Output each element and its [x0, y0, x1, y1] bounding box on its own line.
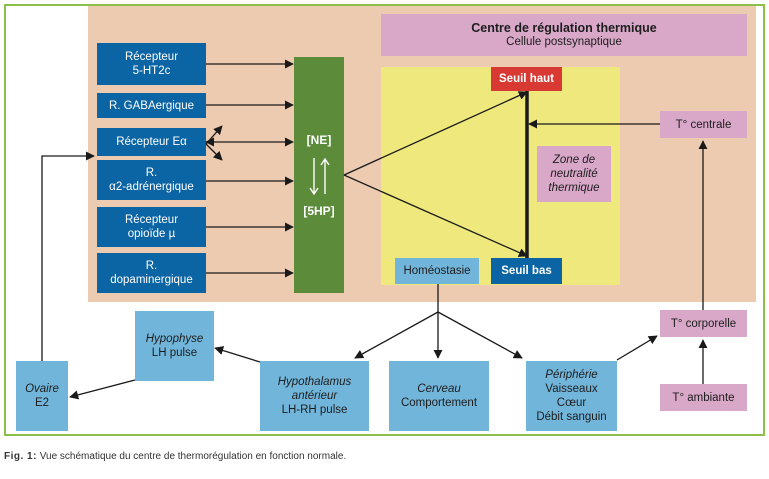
ovaire-title: Ovaire: [25, 383, 59, 395]
temp-corporelle-label: T° corporelle: [670, 317, 737, 330]
receptor-line1: Récepteur Eα: [116, 136, 187, 148]
receptor-line2: opioïde µ: [127, 228, 176, 240]
temp-corporelle: T° corporelle: [660, 310, 747, 337]
hypothalamus-sub: LH-RH pulse: [281, 404, 348, 416]
zone-neutralite: Zone de neutralité thermique: [537, 146, 611, 202]
figure-caption: Fig. 1: Vue schématique du centre de the…: [4, 451, 346, 462]
peripherie-sub2: Cœur: [556, 397, 587, 409]
hypothalamus-title: Hypothalamus antérieur: [277, 376, 352, 402]
seuil-haut-label: Seuil haut: [499, 73, 554, 85]
seuil-bas: Seuil bas: [491, 258, 562, 284]
centre-header: Centre de régulation thermique Cellule p…: [381, 14, 747, 56]
receptor-alpha2: R. α2-adrénergique: [97, 160, 206, 200]
homeostasie-label: Homéostasie: [403, 265, 471, 277]
receptor-5ht2c: Récepteur 5-HT2c: [97, 43, 206, 85]
caption-text: Vue schématique du centre de thermorégul…: [36, 451, 347, 462]
hypothalamus-box: Hypothalamus antérieur LH-RH pulse: [260, 361, 369, 431]
caption-label: Fig. 1:: [4, 451, 37, 462]
peripherie-title: Périphérie: [545, 369, 598, 381]
receptor-line1: R. GABAergique: [108, 99, 194, 112]
zone-label: Zone de neutralité thermique: [548, 154, 600, 194]
peripherie-sub3: Débit sanguin: [536, 411, 607, 423]
temp-centrale: T° centrale: [660, 111, 747, 138]
receptor-line1: Récepteur: [124, 51, 179, 63]
receptor-line1: R.: [145, 260, 158, 272]
homeostasie-box: Homéostasie: [395, 258, 479, 284]
hypophyse-box: Hypophyse LH pulse: [135, 311, 214, 381]
receptor-line2: α2-adrénergique: [109, 181, 194, 193]
peripherie-box: Périphérie Vaisseaux Cœur Débit sanguin: [526, 361, 617, 431]
receptor-gaba: R. GABAergique: [97, 93, 206, 118]
receptor-estrogen-alpha: Récepteur Eα: [97, 128, 206, 156]
peripherie-sub1: Vaisseaux: [545, 383, 598, 395]
receptor-line2: 5-HT2c: [132, 65, 171, 77]
hypophyse-sub: LH pulse: [151, 347, 198, 359]
centre-title: Centre de régulation thermique: [471, 21, 657, 35]
hypophyse-title: Hypophyse: [145, 333, 204, 345]
seuil-haut: Seuil haut: [491, 67, 562, 91]
cerveau-sub: Comportement: [400, 397, 478, 409]
receptor-line2: dopaminergique: [110, 274, 193, 286]
receptor-line1: Récepteur: [124, 214, 179, 226]
centre-subtitle: Cellule postsynaptique: [506, 36, 622, 48]
ne-label: [NE]: [306, 133, 332, 147]
seuil-bas-label: Seuil bas: [501, 265, 552, 277]
ovaire-sub: E2: [34, 397, 50, 409]
ovaire-box: Ovaire E2: [16, 361, 68, 431]
temp-centrale-label: T° centrale: [675, 118, 732, 131]
cerveau-title: Cerveau: [417, 383, 461, 395]
receptor-dopamine: R. dopaminergique: [97, 253, 206, 293]
temp-ambiante-label: T° ambiante: [672, 391, 735, 404]
5hp-label: [5HP]: [303, 204, 335, 218]
temp-ambiante: T° ambiante: [660, 384, 747, 411]
receptor-line1: R.: [145, 167, 158, 179]
neurotransmitter-bar: [294, 57, 344, 293]
receptor-opioid: Récepteur opioïde µ: [97, 207, 206, 247]
cerveau-box: Cerveau Comportement: [389, 361, 489, 431]
